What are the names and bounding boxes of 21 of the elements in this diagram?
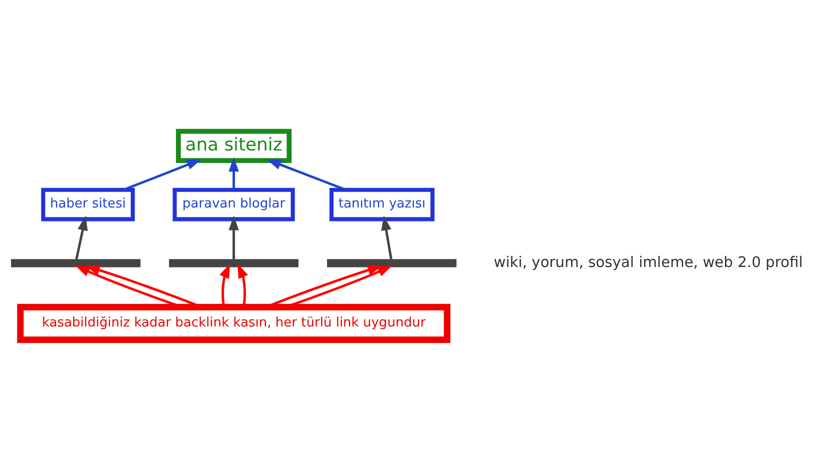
node-box: tanıtım yazısı (329, 188, 434, 222)
arrow (123, 159, 202, 191)
arrow (75, 216, 88, 260)
arrow (381, 216, 392, 260)
arrow (265, 265, 382, 308)
node-bar (11, 259, 141, 268)
arrow (228, 216, 239, 260)
arrow (228, 156, 239, 190)
label: wiki, yorum, sosyal imleme, web 2.0 profil (494, 254, 803, 271)
node-box: haber sitesi (41, 188, 135, 222)
node-box: kasabildiğiniz kadar backlink kasın, her türlü link uygundur (17, 304, 450, 343)
node-box: paravan bloglar (172, 188, 295, 222)
arrow (237, 264, 248, 308)
node-bar (327, 259, 456, 268)
arrow (220, 264, 230, 308)
node-box: ana siteniz (176, 128, 292, 164)
node-bar (169, 259, 298, 268)
arrow (266, 159, 346, 191)
arrow (85, 265, 202, 308)
arrow (284, 265, 392, 308)
arrow (75, 265, 183, 308)
